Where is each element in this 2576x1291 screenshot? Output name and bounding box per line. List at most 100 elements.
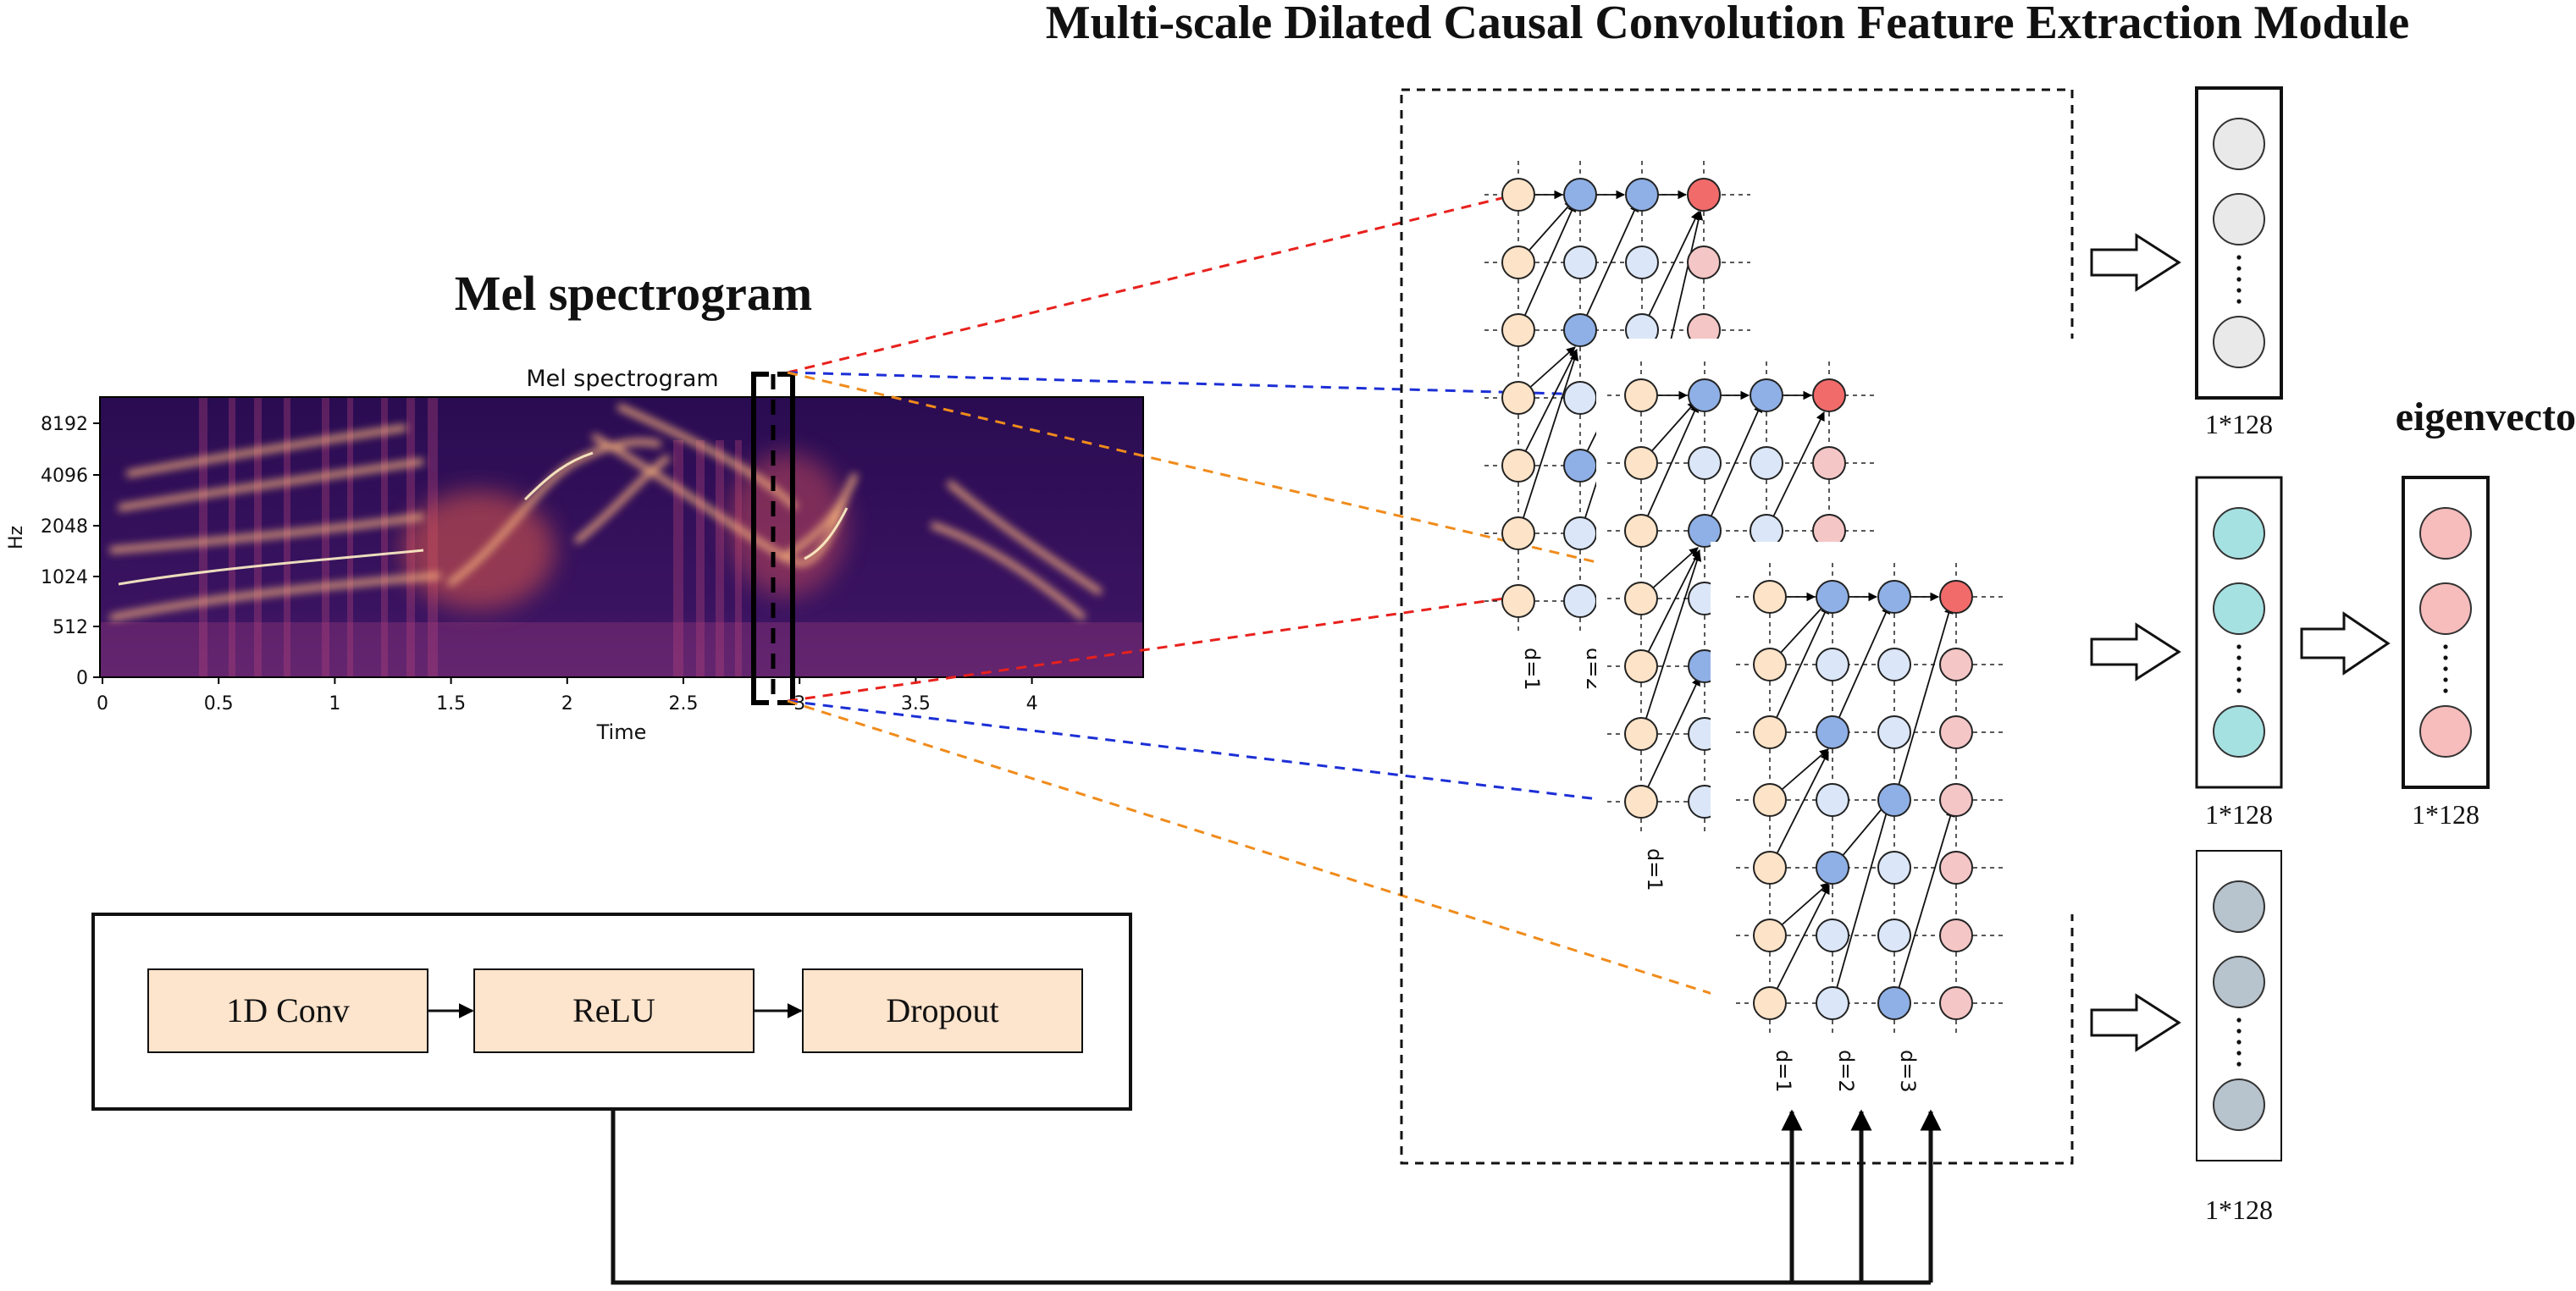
dilation-connection [1766,411,1825,532]
hidden-node [1688,446,1722,480]
dropout-label: Dropout [886,991,998,1029]
dilation-connection [1579,202,1639,331]
vector-scale-2-element [2213,582,2265,635]
spectrogram-inner-title: Mel spectrogram [526,366,718,392]
dilation-connection [1640,551,1702,735]
hidden-node [1750,446,1783,480]
window-bracket-right [777,372,795,705]
input-node [1753,715,1787,749]
output-node [1812,378,1846,412]
spectrogram-title: Mel spectrogram [455,266,812,321]
vector-scale-2 [2195,476,2283,789]
input-node [1501,449,1535,483]
vector-final-element [2419,705,2472,758]
dilation-label: d=3 [1896,1050,1920,1093]
spectrogram-x-label: Time [596,720,647,744]
dilation-connection [1769,885,1830,1004]
x-tick-label: 1.5 [436,693,466,714]
hidden-node [1877,919,1911,952]
hidden-node [1816,648,1849,681]
ellipsis-dot [2236,677,2242,682]
spectrogram-y-label: Hz [6,526,27,549]
hollow-arrow-1 [2090,233,2181,292]
input-node [1501,313,1535,347]
vector-scale-3-element [2213,956,2265,1008]
output-node [1687,178,1721,212]
vector-final-element [2419,507,2472,560]
module-title: Multi-scale Dilated Causal Convolution F… [1046,0,2409,49]
input-node [1501,516,1535,550]
dilation-connection [1893,604,1954,801]
vector-scale-3 [2196,850,2282,1161]
ellipsis-dot [2443,688,2448,693]
y-tick-label: 2048 [41,516,88,538]
hidden-node [1816,580,1849,614]
hidden-node [1750,378,1783,412]
hollow-arrow-3 [2090,993,2181,1052]
ellipsis-dot [2236,655,2242,660]
conv-block: 1D Conv ReLU Dropout [91,913,1132,1111]
input-node [1501,381,1535,415]
input-node [1624,717,1658,751]
x-tick-label: 3.5 [901,693,931,714]
ellipsis-dot [2443,666,2448,671]
ellipsis-dot [2443,644,2448,649]
ellipsis-dot [2236,688,2242,693]
hidden-node [1816,851,1849,885]
output-node [1939,783,1973,817]
hidden-node [1625,178,1659,212]
output-node [1939,919,1973,952]
dim-label-3: 1*128 [2205,1194,2273,1225]
hidden-node [1688,514,1722,548]
vector-scale-3-element [2213,880,2265,933]
output-vectors [2195,86,2490,1161]
ellipsis-dot [2236,1018,2242,1023]
feedback-connector [611,1109,1942,1285]
hollow-arrow-2 [2090,622,2181,681]
x-tick-label: 2.5 [669,693,699,714]
input-node [1753,580,1787,614]
ellipsis-dot [2236,255,2242,260]
blue-line-bottom [787,699,1627,804]
dilation-connection [1640,676,1700,803]
ellipsis-dot [2236,277,2242,282]
vector-final [2402,476,2490,789]
hidden-node [1563,516,1597,550]
input-node [1501,178,1535,212]
ellipsis-dot [2236,1029,2242,1034]
hidden-node [1816,919,1849,952]
y-tick-label: 0 [76,668,88,689]
hidden-node [1877,851,1911,885]
hidden-node [1877,715,1911,749]
input-node [1753,648,1787,681]
conv1d-box [147,968,428,1053]
y-tick-label: 512 [53,617,88,638]
input-node [1624,514,1658,548]
ellipsis-dot [2236,1051,2242,1056]
dilation-connection [1517,350,1579,534]
grid-background [1711,542,2066,1117]
hidden-node [1816,986,1849,1020]
x-tick-label: 0.5 [204,693,234,714]
dilation-label: d=1 [1772,1050,1795,1093]
spectrogram-image [100,397,1143,677]
orange-line-bottom [787,699,1745,1006]
output-node [1939,648,1973,681]
vector-scale-1-element [2213,193,2265,246]
input-node [1753,851,1787,885]
x-tick-label: 0 [97,693,108,714]
vector-scale-1-element [2213,316,2265,368]
hidden-node [1563,449,1597,483]
dilation-connection [1769,604,1829,733]
dilation-connection [1704,403,1762,532]
dilation-connection [1769,751,1829,869]
input-node [1501,584,1535,618]
output-node [1939,986,1973,1020]
input-node [1624,582,1658,615]
hidden-node [1877,648,1911,681]
dilation-connection [1832,604,1890,733]
hidden-node [1877,783,1911,817]
output-node [1939,715,1973,749]
